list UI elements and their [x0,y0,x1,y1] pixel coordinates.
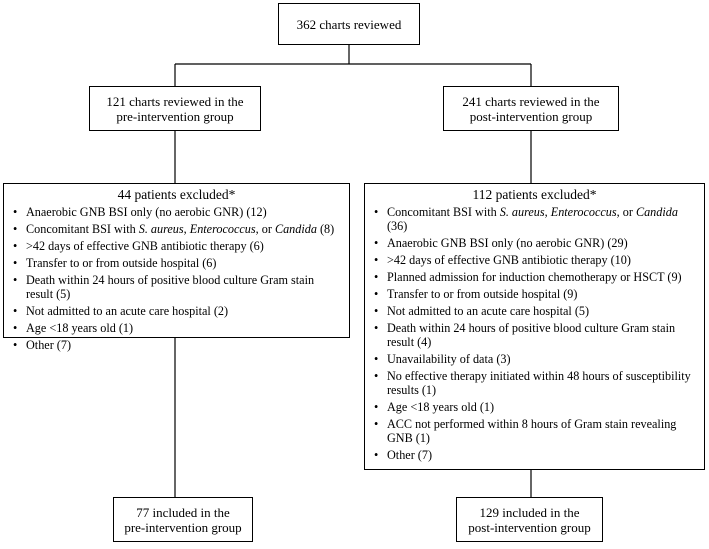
exclusion-item: Not admitted to an acute care hospital (… [371,304,698,318]
organism-name: Enterococcus [550,205,617,219]
exclusion-item: Planned admission for induction chemothe… [371,270,698,284]
exclusion-item: Concomitant BSI with S. aureus, Enteroco… [10,222,343,236]
exclusion-text: , [544,205,551,219]
total-reviewed-box: 362 charts reviewed [278,3,420,45]
exclusion-item: Unavailability of data (3) [371,352,698,366]
exclusion-text: Concomitant BSI with [387,205,500,219]
exclusion-text: (8) [316,222,335,236]
exclusion-item: Not admitted to an acute care hospital (… [10,304,343,318]
exclusion-text: , or [255,222,275,236]
post-included-box: 129 included in the post-intervention gr… [456,497,603,542]
pre-exclusion-list: Anaerobic GNB BSI only (no aerobic GNR) … [10,205,343,352]
post-reviewed-line1: 241 charts reviewed in the [462,93,600,109]
exclusion-item: Anaerobic GNB BSI only (no aerobic GNR) … [371,236,698,250]
post-exclusion-list: Concomitant BSI with S. aureus, Enteroco… [371,205,698,462]
organism-name: Candida [635,205,678,219]
pre-included-line2: pre-intervention group [124,519,242,535]
exclusion-item: Other (7) [371,448,698,462]
pre-included-box: 77 included in the pre-intervention grou… [113,497,253,542]
organism-name: Enterococcus [189,222,256,236]
pre-reviewed-line2: pre-intervention group [116,108,234,124]
exclusion-item: No effective therapy initiated within 48… [371,369,698,397]
exclusion-item: Death within 24 hours of positive blood … [10,273,343,301]
exclusion-text: , [183,222,190,236]
post-reviewed-box: 241 charts reviewed in the post-interven… [443,86,619,131]
exclusion-text: (36) [387,219,408,233]
exclusion-item: Age <18 years old (1) [371,400,698,414]
exclusion-item: Transfer to or from outside hospital (9) [371,287,698,301]
organism-name: Candida [274,222,317,236]
exclusion-text: Concomitant BSI with [26,222,139,236]
exclusion-item: Anaerobic GNB BSI only (no aerobic GNR) … [10,205,343,219]
organism-name: S. aureus [499,205,545,219]
post-included-line2: post-intervention group [468,519,591,535]
post-excluded-title: 112 patients excluded* [472,187,597,202]
total-reviewed-text: 362 charts reviewed [296,16,402,32]
pre-excluded-title: 44 patients excluded* [117,187,236,202]
exclusion-item: Other (7) [10,338,343,352]
exclusion-item: Transfer to or from outside hospital (6) [10,256,343,270]
exclusion-text: , or [616,205,636,219]
post-reviewed-line2: post-intervention group [469,108,593,124]
exclusion-item: ACC not performed within 8 hours of Gram… [371,417,698,445]
exclusion-item: Age <18 years old (1) [10,321,343,335]
exclusion-item: Death within 24 hours of positive blood … [371,321,698,349]
exclusion-item: Concomitant BSI with S. aureus, Enteroco… [371,205,698,233]
exclusion-item: >42 days of effective GNB antibiotic the… [10,239,343,253]
exclusion-item: >42 days of effective GNB antibiotic the… [371,253,698,267]
pre-excluded-box: 44 patients excluded* Anaerobic GNB BSI … [3,183,350,352]
post-included-line1: 129 included in the [479,504,580,520]
pre-included-line1: 77 included in the [136,504,230,520]
post-excluded-box: 112 patients excluded* Concomitant BSI w… [364,183,705,470]
organism-name: S. aureus [138,222,184,236]
pre-reviewed-line1: 121 charts reviewed in the [106,93,244,109]
pre-reviewed-box: 121 charts reviewed in the pre-intervent… [89,86,261,131]
